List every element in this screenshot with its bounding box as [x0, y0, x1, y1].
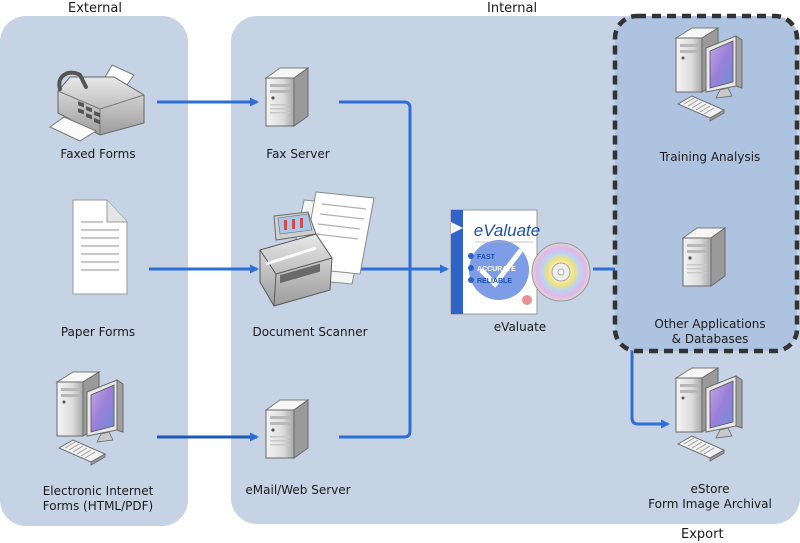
internal-section-title: Internal — [487, 1, 538, 16]
electronic-forms-label-line2: Forms (HTML/PDF) — [42, 499, 154, 513]
connectors — [149, 97, 674, 442]
feature-accurate: ACCURATE — [477, 266, 516, 273]
training-analysis-label: Training Analysis — [659, 150, 761, 164]
faxed-forms-label: Faxed Forms — [60, 147, 136, 161]
feature-reliable: RELIABLE — [477, 278, 512, 285]
export-section-title: Export — [681, 527, 724, 542]
export-group-box — [612, 13, 800, 354]
database-server-icon — [682, 227, 726, 287]
feature-fast: FAST — [477, 254, 496, 261]
other-applications-label-line2: & Databases — [671, 332, 749, 346]
external-section-title: External — [68, 1, 122, 16]
estore-label-line2: Form Image Archival — [648, 497, 772, 511]
fax-server-icon — [265, 67, 309, 127]
evaluate-logo-text: eValuate — [474, 221, 540, 240]
evaluate-product-icon: eValuate FAST ACCURATE RELIABLE — [450, 209, 591, 315]
other-applications-label-line1: Other Applications — [654, 317, 766, 331]
email-web-server-icon — [265, 399, 309, 459]
other-applications-label: Other Applications & Databases — [640, 317, 780, 347]
evaluate-label: eValuate — [493, 320, 547, 334]
cd-disc-icon — [531, 242, 591, 302]
document-scanner-label: Document Scanner — [252, 325, 368, 339]
document-scanner-icon — [259, 191, 375, 307]
paper-document-icon — [72, 199, 128, 295]
email-web-server-label: eMail/Web Server — [245, 483, 351, 497]
fax-machine-icon — [49, 64, 145, 142]
fax-server-label: Fax Server — [266, 147, 330, 161]
estore-workstation-icon — [675, 367, 743, 462]
paper-forms-label: Paper Forms — [60, 325, 136, 339]
electronic-forms-label-line1: Electronic Internet — [42, 484, 154, 498]
estore-label-line1: eStore — [690, 482, 730, 496]
electronic-forms-label: Electronic Internet Forms (HTML/PDF) — [18, 484, 178, 514]
workstation-icon — [56, 371, 124, 466]
estore-label: eStore Form Image Archival — [630, 482, 790, 512]
